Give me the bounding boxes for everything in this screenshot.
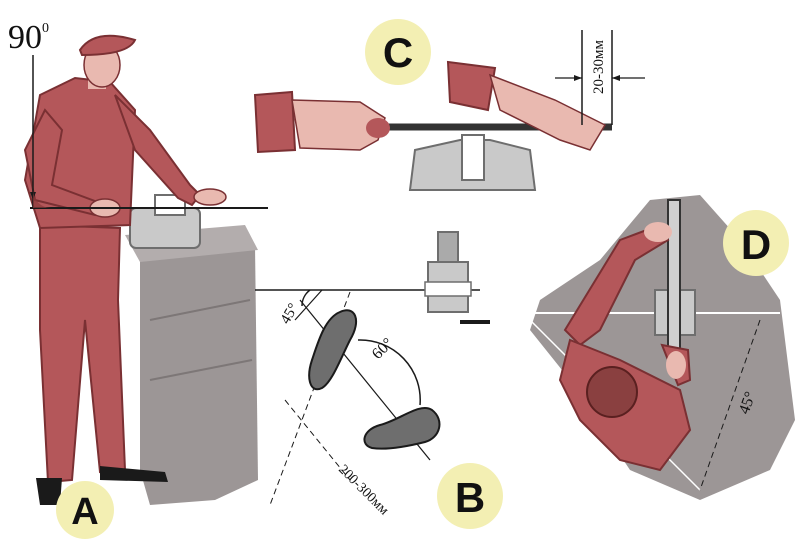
angle-60-label: 60°	[369, 335, 397, 363]
foot-right-b	[363, 407, 441, 450]
label-b: B	[455, 474, 485, 521]
worker-shoe-back	[36, 478, 62, 505]
angle-90-label: 900	[8, 19, 49, 56]
worker-shoe-front	[100, 466, 168, 482]
badge-c	[365, 19, 431, 85]
distance-label: 200-300мм	[335, 462, 391, 518]
sleeve-left-c	[253, 90, 297, 154]
angle-45-label-b: 45°	[278, 301, 302, 327]
file-d	[667, 199, 681, 351]
sleeve-right-c	[446, 60, 497, 112]
badge-a	[56, 481, 114, 539]
worker-head-d	[586, 366, 638, 418]
label-c: C	[383, 29, 413, 76]
vise-jaw	[154, 194, 186, 216]
label-d: D	[741, 221, 771, 268]
hand-right-c	[488, 73, 607, 151]
worker-beret	[78, 34, 137, 57]
workbench	[140, 245, 258, 505]
offset-20-30-label: 20-30мм	[591, 40, 607, 94]
badge-d	[723, 210, 789, 276]
foot-left-b	[308, 309, 358, 391]
panel-a: 900 A	[8, 19, 268, 539]
worker-hand-left	[193, 188, 227, 206]
panel-d: 45° D	[520, 195, 795, 500]
worker-legs	[39, 223, 127, 484]
panel-b: 60° 45° 200-300мм B	[255, 231, 503, 529]
badge-b	[437, 463, 503, 529]
angle-45-label-d: 45°	[736, 389, 760, 416]
label-a: A	[71, 491, 98, 533]
panel-c: C 20-30мм	[253, 19, 645, 191]
hand-left-c	[291, 99, 386, 151]
